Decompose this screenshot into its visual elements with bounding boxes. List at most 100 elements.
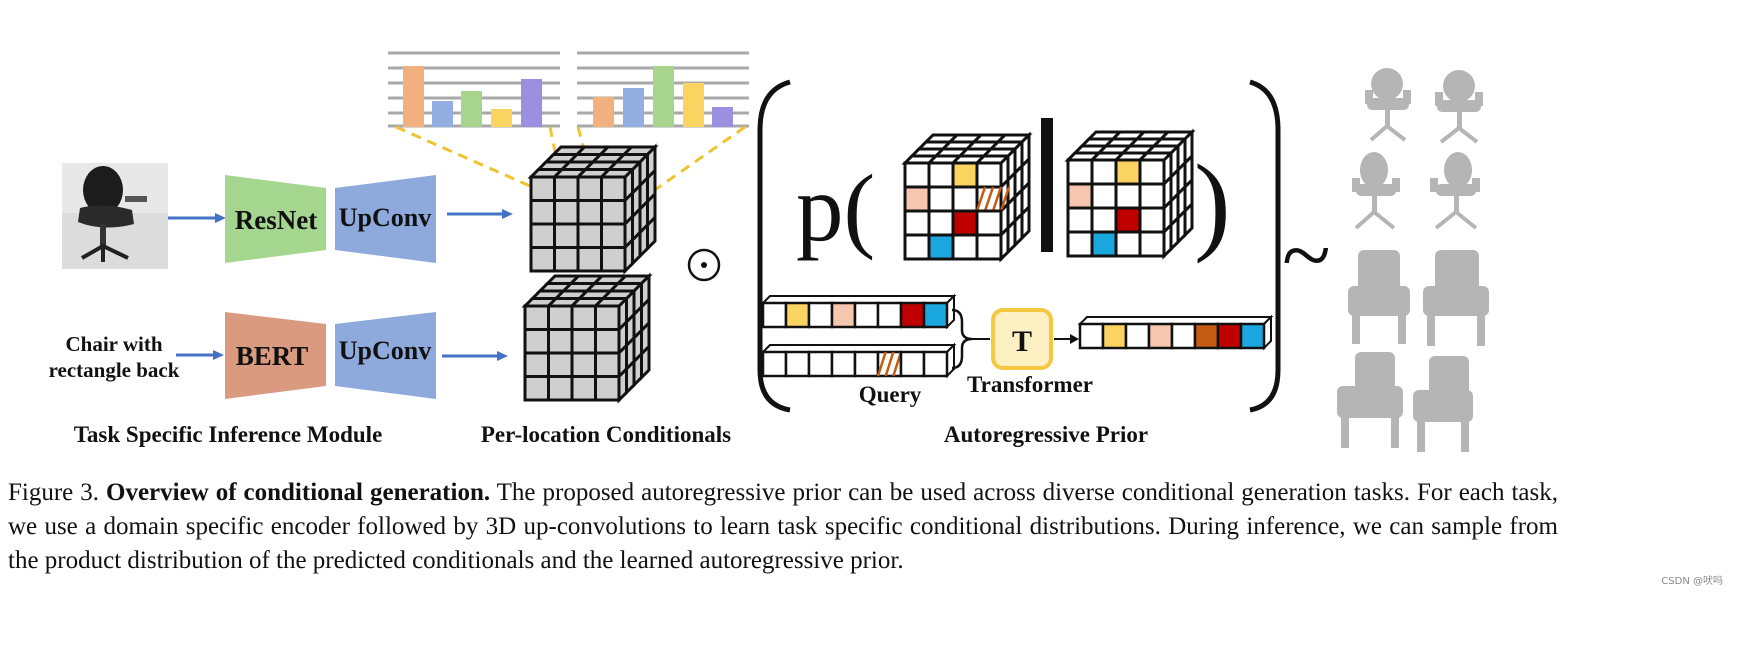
histogram-right <box>577 51 749 128</box>
cube-cell-colored <box>927 233 955 261</box>
histogram-left <box>388 51 560 128</box>
cube-cell <box>927 185 955 213</box>
cube-cell <box>600 246 627 273</box>
chair-render <box>1430 152 1480 230</box>
cube-cell <box>547 375 574 402</box>
prior-cube-query <box>901 131 1033 263</box>
arrow-head <box>213 350 224 360</box>
cube-cell <box>570 304 597 331</box>
conditional-cube-top <box>527 143 659 275</box>
sampled-chairs <box>1337 68 1489 452</box>
cube-cell <box>1066 206 1094 234</box>
bert-label: BERT <box>236 341 309 371</box>
cube-cell <box>927 161 955 189</box>
cube-cell <box>600 199 627 226</box>
arrow-head <box>497 351 508 361</box>
cube-cell <box>523 351 550 378</box>
cube-cell-colored <box>1114 158 1142 186</box>
big-left-paren <box>757 79 791 413</box>
token-cell <box>1170 322 1197 350</box>
input-text-line2: rectangle back <box>49 358 180 382</box>
cube-cell <box>1114 230 1142 258</box>
cube-cell <box>594 304 621 331</box>
cube-cell-colored <box>1114 206 1142 234</box>
prior-cube-context <box>1064 128 1196 260</box>
cube-cell <box>576 246 603 273</box>
cube-cell <box>1090 182 1118 210</box>
cube-cell <box>570 351 597 378</box>
chair-render <box>1337 352 1403 448</box>
cube-cell-colored <box>951 209 979 237</box>
cube-cell <box>553 199 580 226</box>
caption-title: Overview of conditional generation. <box>106 479 491 506</box>
cube-cell <box>1066 158 1094 186</box>
token-cell <box>1193 322 1220 350</box>
token-cell <box>784 301 811 329</box>
arrow-head <box>502 209 513 219</box>
token-cell <box>853 350 880 378</box>
conditioning-bar <box>1041 118 1053 252</box>
cube-cell <box>576 199 603 226</box>
cube-cell <box>570 328 597 355</box>
token-sequence-output <box>1077 314 1274 351</box>
chair-render <box>1423 250 1489 346</box>
cube-cell <box>975 161 1003 189</box>
resnet-label: ResNet <box>235 205 317 235</box>
upconv-block-bottom <box>335 312 436 399</box>
upconv-label-top: UpConv <box>339 203 431 232</box>
overview-figure: ResNet UpConv Chair with rectangle back … <box>49 51 1489 452</box>
cube-cell <box>594 351 621 378</box>
cube-cell <box>927 209 955 237</box>
chair-render <box>1413 356 1473 452</box>
cube-cell <box>1138 230 1166 258</box>
token-cell <box>876 301 903 329</box>
section-label-prior: Autoregressive Prior <box>944 422 1148 447</box>
cube-cell <box>523 375 550 402</box>
cube-cell <box>547 328 574 355</box>
token-cell <box>761 301 788 329</box>
token-cell <box>1147 322 1174 350</box>
caption-body: The proposed autoregressive prior can be… <box>8 479 1558 574</box>
cube-cell <box>903 209 931 237</box>
token-cell <box>922 301 949 329</box>
token-cell <box>761 350 788 378</box>
arrow-head <box>215 213 226 223</box>
section-label-conditionals: Per-location Conditionals <box>481 422 731 447</box>
cube-cell <box>594 328 621 355</box>
token-cell <box>899 350 926 378</box>
product-symbol <box>687 248 721 282</box>
transformer-letter: T <box>1012 325 1032 358</box>
cube-cell <box>576 175 603 202</box>
cube-cell <box>903 233 931 261</box>
cube-cell <box>523 304 550 331</box>
token-sequence-context <box>760 293 957 330</box>
cube-cell <box>1090 206 1118 234</box>
p-symbol: p( <box>796 155 875 261</box>
cube-cell <box>1066 230 1094 258</box>
cube-cell <box>951 185 979 213</box>
chair-render <box>1365 68 1411 142</box>
query-label: Query <box>859 382 922 407</box>
cube-cell <box>1138 158 1166 186</box>
conditional-cube-bottom <box>521 272 653 404</box>
chair-render <box>1348 250 1410 344</box>
chair-render <box>1435 70 1483 144</box>
input-chair-photo <box>62 163 168 269</box>
close-paren: ) <box>1194 142 1231 264</box>
cube-cell-colored <box>951 161 979 189</box>
cube-cell <box>951 233 979 261</box>
token-cell <box>853 301 880 329</box>
transformer-block <box>991 308 1053 370</box>
token-cell <box>830 350 857 378</box>
cube-cell <box>529 246 556 273</box>
cube-cell <box>547 351 574 378</box>
cube-cell <box>600 222 627 249</box>
cube-cell <box>903 161 931 189</box>
transformer-label: Transformer <box>967 372 1093 397</box>
cube-cell <box>1114 182 1142 210</box>
token-cell <box>784 350 811 378</box>
cube-cell <box>1090 158 1118 186</box>
cube-cell <box>570 375 597 402</box>
cube-cell-colored <box>1066 182 1094 210</box>
cube-cell <box>529 199 556 226</box>
